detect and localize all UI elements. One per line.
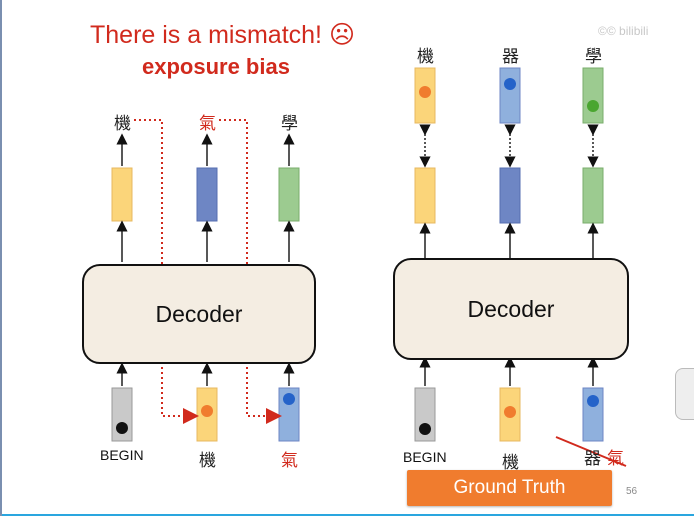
left-output-char-3: 學 <box>281 114 298 134</box>
right-input-char-3-struck: 器 <box>584 449 601 469</box>
right-decoder-block: Decoder <box>393 258 629 360</box>
right-decoder-label: Decoder <box>467 295 555 322</box>
left-input-dot-2 <box>201 405 213 417</box>
left-input-char-2: 機 <box>199 451 216 471</box>
right-input-dot-2 <box>504 406 516 418</box>
right-target-char-2: 器 <box>502 47 519 67</box>
left-output-char-1: 機 <box>114 114 131 134</box>
ground-truth-label-box: Ground Truth <box>407 470 612 506</box>
slide-subtitle: exposure bias <box>142 54 290 79</box>
strike-line <box>555 436 627 467</box>
left-input-char-3: 氣 <box>281 451 298 471</box>
right-target-box-3 <box>582 67 604 124</box>
right-input-label-begin: BEGIN <box>403 449 447 465</box>
left-input-dot-begin <box>116 422 128 434</box>
left-decoder-block: Decoder <box>82 264 316 364</box>
ground-truth-label: Ground Truth <box>453 477 566 498</box>
right-input-dot-begin <box>419 423 431 435</box>
left-output-char-2: 氣 <box>199 114 216 134</box>
page-number: 56 <box>626 486 638 497</box>
left-input-label-begin: BEGIN <box>100 447 144 463</box>
slide-title: There is a mismatch! ☹ <box>90 21 356 49</box>
right-output-box-1 <box>414 167 436 224</box>
left-input-dot-3 <box>283 393 295 405</box>
right-input-char-2: 機 <box>502 453 519 473</box>
right-target-box-2 <box>499 67 521 124</box>
right-target-char-3: 學 <box>585 47 602 67</box>
right-input-char-3-replacement: 氣 <box>607 449 624 469</box>
right-output-box-2 <box>499 167 521 224</box>
right-target-char-1: 機 <box>417 47 434 67</box>
left-output-box-3 <box>278 167 300 222</box>
watermark: ©© bilibili <box>598 24 649 38</box>
left-decoder-label: Decoder <box>155 300 243 327</box>
right-target-dot-1 <box>419 86 431 98</box>
right-target-dot-2 <box>504 78 516 90</box>
right-input-dot-3 <box>587 395 599 407</box>
right-output-box-3 <box>582 167 604 224</box>
right-target-dot-3 <box>587 100 599 112</box>
side-panel-handle[interactable] <box>675 368 694 420</box>
left-output-box-1 <box>111 167 133 222</box>
left-output-box-2 <box>196 167 218 222</box>
bottom-progress-line <box>2 514 694 516</box>
